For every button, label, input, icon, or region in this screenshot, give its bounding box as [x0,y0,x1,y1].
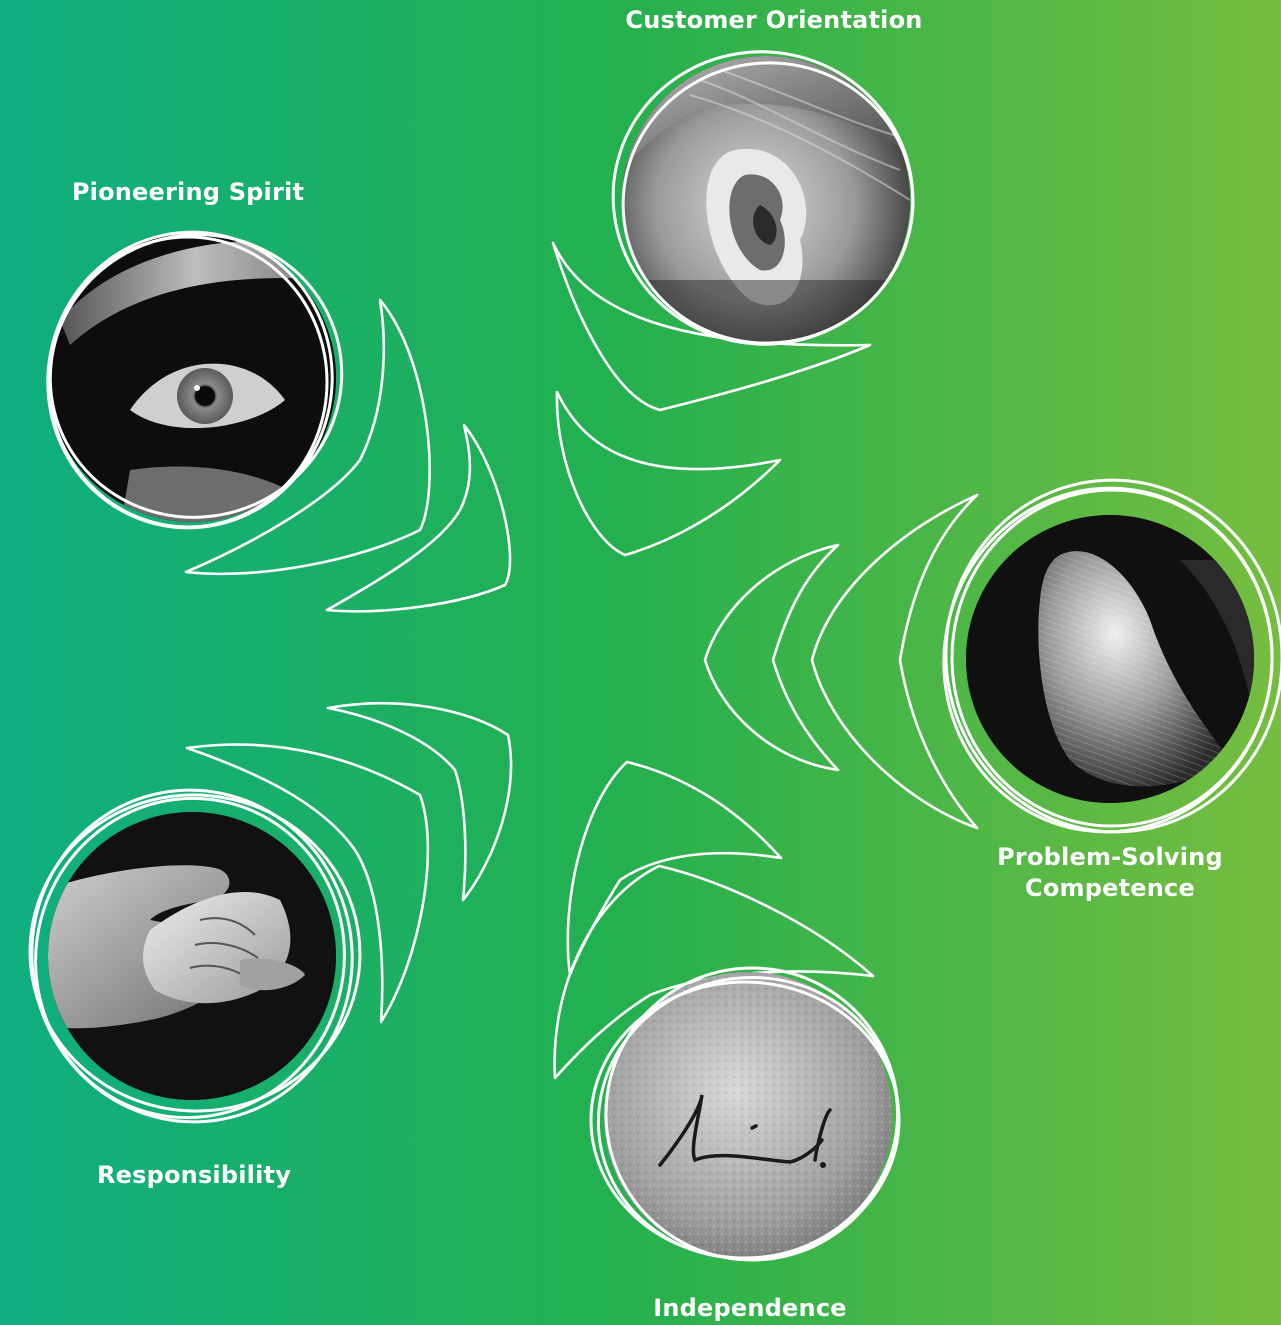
label-customer-orientation-text: Customer Orientation [574,5,974,36]
label-independence-text: Independence [550,1293,950,1324]
label-pioneering-spirit-text: Pioneering Spirit [20,177,356,208]
label-customer-orientation: Customer Orientation [574,5,974,36]
label-independence: Independence [550,1293,950,1324]
label-problem-solving-line1: Problem-Solving [960,842,1260,873]
label-responsibility: Responsibility [40,1160,348,1191]
label-problem-solving-line2: Competence [960,873,1260,904]
label-problem-solving-competence: Problem-Solving Competence [960,842,1260,904]
label-responsibility-text: Responsibility [40,1160,348,1191]
label-pioneering-spirit: Pioneering Spirit [20,177,356,208]
